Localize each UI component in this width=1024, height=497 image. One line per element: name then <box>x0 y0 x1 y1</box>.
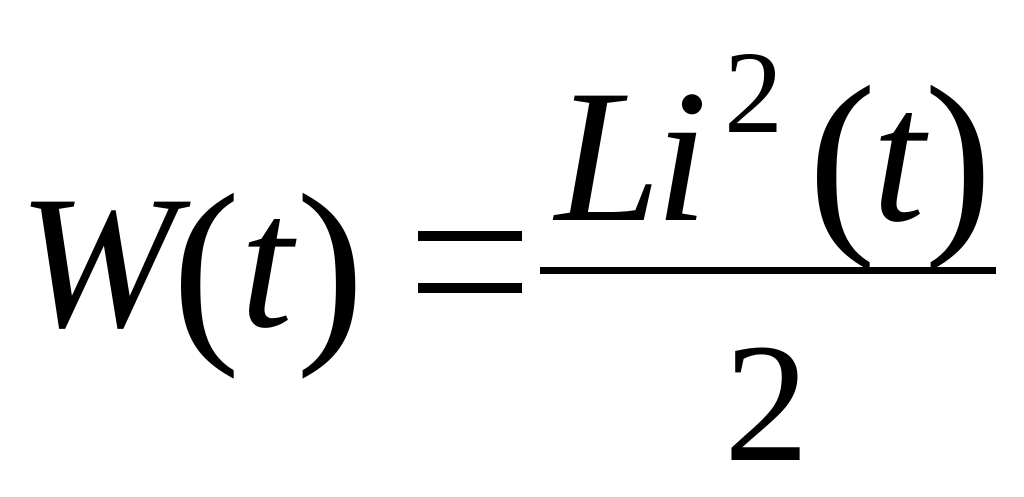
numerator-variable: t <box>872 52 925 262</box>
equals-top-bar <box>418 231 522 241</box>
denominator: 2 <box>724 309 809 497</box>
numerator-open-paren: ( <box>808 45 877 272</box>
numerator-inductance: L <box>555 52 661 262</box>
numerator-exponent: 2 <box>724 27 783 158</box>
lhs-function-symbol: W <box>18 158 177 368</box>
lhs-open-paren: ( <box>172 153 241 380</box>
lhs-variable: t <box>240 158 293 368</box>
numerator-close-paren: ) <box>924 45 993 272</box>
energy-formula: W ( t ) L i 2 ( t ) 2 <box>18 27 996 488</box>
lhs-close-paren: ) <box>296 153 365 380</box>
equals-bottom-bar <box>418 283 522 293</box>
fraction-bar <box>540 267 996 274</box>
numerator-current: i <box>655 52 708 262</box>
